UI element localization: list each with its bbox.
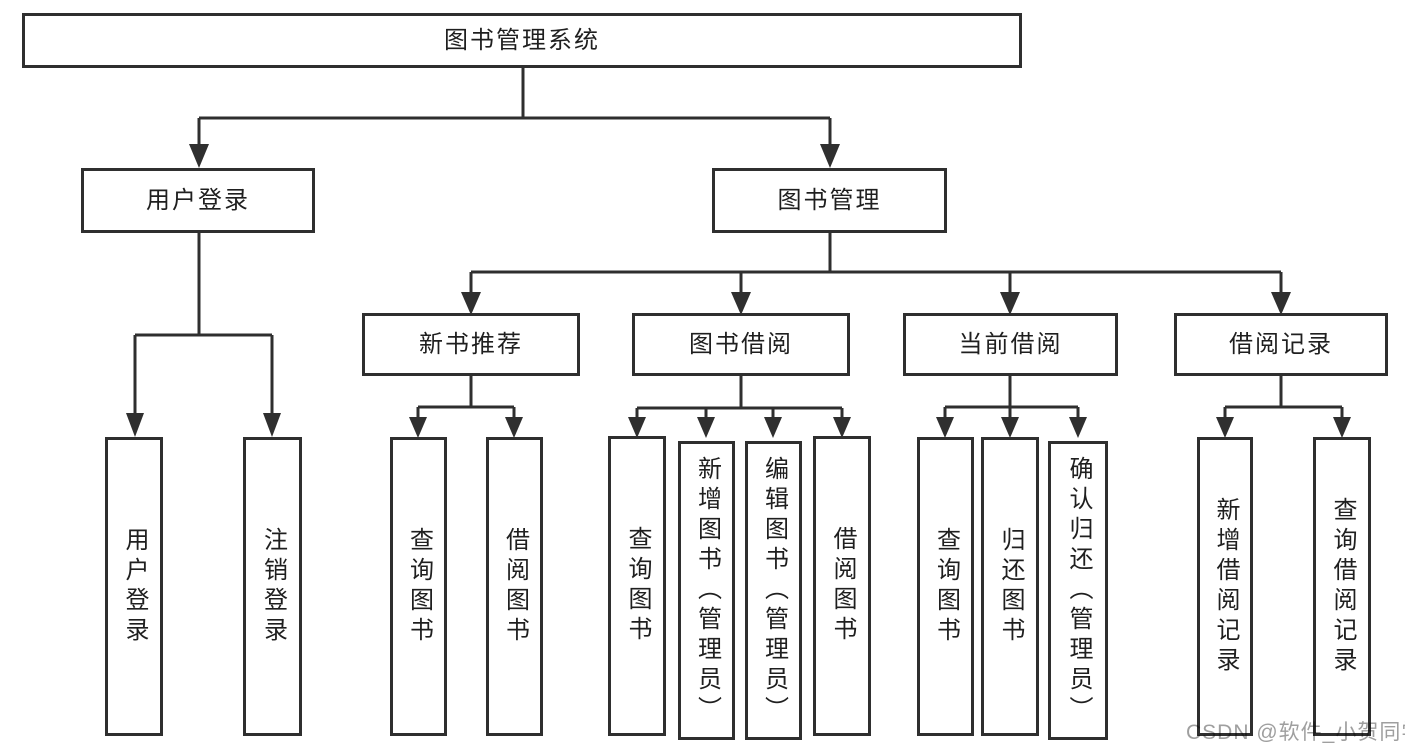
leaf-borrow-books-borrowing: 借阅图书 [813,436,871,736]
leaf-label: 编辑图书（管理员） [760,455,788,726]
node-label: 图书借阅 [689,330,793,358]
leaf-query-books-borrowing: 查询图书 [608,436,666,736]
leaf-label: 新增借阅记录 [1212,496,1239,677]
node-book-borrowing: 图书借阅 [632,313,850,376]
leaf-label: 归还图书 [997,526,1024,647]
leaf-query-books-recommendation: 查询图书 [390,437,447,736]
node-label: 图书管理系统 [444,26,600,54]
arrowheads [126,144,1351,438]
leaf-label: 查询借阅记录 [1329,496,1356,677]
node-new-book-recommendation: 新书推荐 [362,313,580,376]
leaf-label: 借阅图书 [829,526,856,646]
csdn-watermark: CSDN @软件_小贺同学 [1186,721,1405,744]
leaf-add-books-admin: 新增图书（管理员） [678,441,735,740]
leaf-label: 查询图书 [405,526,433,647]
node-label: 新书推荐 [419,330,523,358]
leaf-edit-books-admin: 编辑图书（管理员） [745,441,802,740]
leaf-logout: 注销登录 [243,437,302,736]
leaf-return-books: 归还图书 [981,437,1039,736]
node-user-login: 用户登录 [81,168,315,233]
leaf-label: 注销登录 [259,526,287,647]
leaf-label: 确认归还（管理员） [1065,455,1092,726]
node-book-management: 图书管理 [712,168,947,233]
node-label: 借阅记录 [1229,330,1333,358]
node-label: 用户登录 [146,186,250,214]
leaf-confirm-return-admin: 确认归还（管理员） [1048,441,1108,740]
leaf-query-books-current: 查询图书 [917,437,974,736]
node-library-management-system: 图书管理系统 [22,13,1022,68]
node-label: 图书管理 [777,186,882,214]
node-borrowing-records: 借阅记录 [1174,313,1388,376]
leaf-label: 借阅图书 [501,526,529,647]
node-current-borrowing: 当前借阅 [903,313,1118,376]
node-label: 当前借阅 [958,330,1063,358]
leaf-label: 用户登录 [121,526,148,647]
leaf-label: 查询图书 [624,526,651,646]
leaf-user-login: 用户登录 [105,437,163,736]
leaf-label: 新增图书（管理员） [693,455,721,726]
leaf-label: 查询图书 [932,526,960,647]
leaf-query-borrow-record: 查询借阅记录 [1313,437,1371,736]
leaf-borrow-books-recommendation: 借阅图书 [486,437,543,736]
leaf-add-borrow-record: 新增借阅记录 [1197,437,1253,736]
